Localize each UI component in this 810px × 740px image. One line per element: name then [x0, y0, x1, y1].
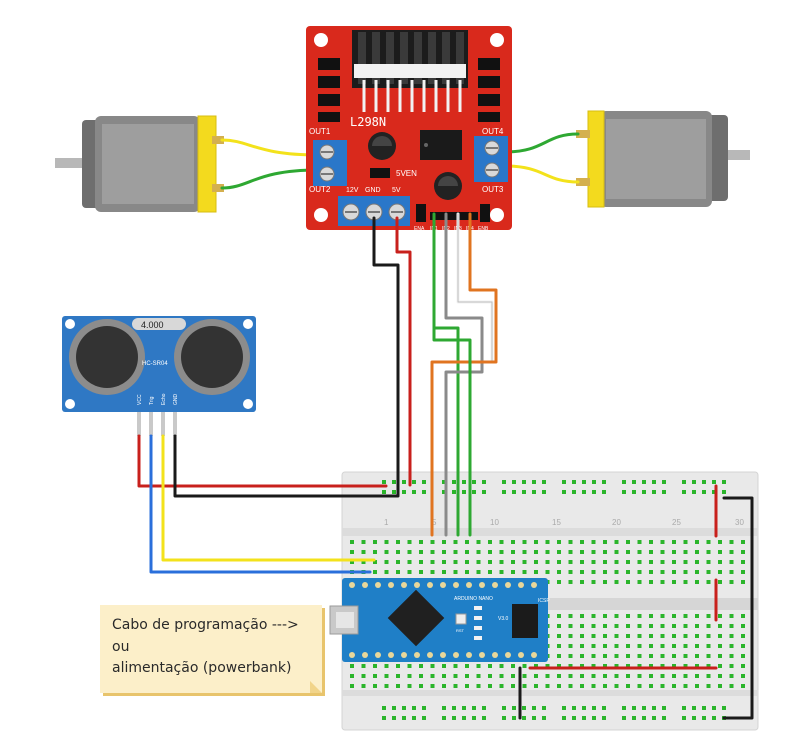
col-label-15: 15: [552, 518, 561, 527]
note-line-2: ou: [112, 639, 130, 655]
sensor-pin-trig: Trig: [149, 396, 155, 405]
l298n-driver: L298N OUT1 OUT2 OUT4 OUT3 5VEN: [306, 26, 512, 232]
note-fold: [310, 681, 322, 693]
icsp-header: [512, 604, 538, 638]
note-line-1: Cabo de programação --->: [112, 617, 299, 633]
col-label-20: 20: [612, 518, 621, 527]
out2-label: OUT2: [309, 185, 331, 194]
driver-model-label: L298N: [350, 115, 386, 129]
gnd-label: GND: [365, 187, 381, 194]
reset-button[interactable]: [455, 613, 467, 625]
5ven-label: 5VEN: [396, 169, 417, 178]
out1-label: OUT1: [309, 127, 331, 136]
arduino-name-label: ARDUINO NANO: [454, 596, 493, 602]
arduino-nano: ICSP ARDUINO NANO V3.0 RST: [329, 578, 550, 662]
ena-label: ENA: [414, 226, 425, 232]
terminal-power: [338, 196, 410, 226]
terminal-out12: [313, 140, 347, 186]
sensor-display-label: 4.000: [141, 320, 164, 330]
enb-label: ENB: [478, 226, 489, 232]
motor-right: [576, 110, 750, 208]
terminal-out34: [474, 136, 508, 182]
driver-control-header: [416, 204, 490, 222]
power-note: Cabo de programação ---> ou alimentação …: [100, 605, 322, 693]
hc-sr04-sensor: 4.000 HC-SR04 VCC Trig Echo GND: [62, 316, 256, 436]
col-label-5: 5: [432, 518, 437, 527]
out4-label: OUT4: [482, 127, 504, 136]
5v-label: 5V: [392, 187, 401, 194]
reset-label: RST: [456, 628, 465, 633]
out3-label: OUT3: [482, 185, 504, 194]
arduino-version-label: V3.0: [498, 616, 509, 622]
sensor-pin-vcc: VCC: [137, 394, 143, 405]
12v-label: 12V: [346, 187, 359, 194]
sensor-pin-echo: Echo: [161, 393, 167, 405]
arduino-pins: [349, 582, 537, 658]
sensor-model-label: HC-SR04: [142, 361, 168, 367]
sensor-pin-gnd: GND: [173, 394, 179, 406]
wires: [137, 212, 754, 720]
col-label-30: 30: [735, 518, 744, 527]
icsp-label: ICSP: [538, 598, 550, 604]
col-label-10: 10: [490, 518, 499, 527]
motor-wires: [220, 132, 580, 190]
col-label-25: 25: [672, 518, 681, 527]
note-line-3: alimentação (powerbank): [112, 660, 292, 676]
motor-left: [55, 115, 224, 213]
col-label-1: 1: [384, 518, 389, 527]
